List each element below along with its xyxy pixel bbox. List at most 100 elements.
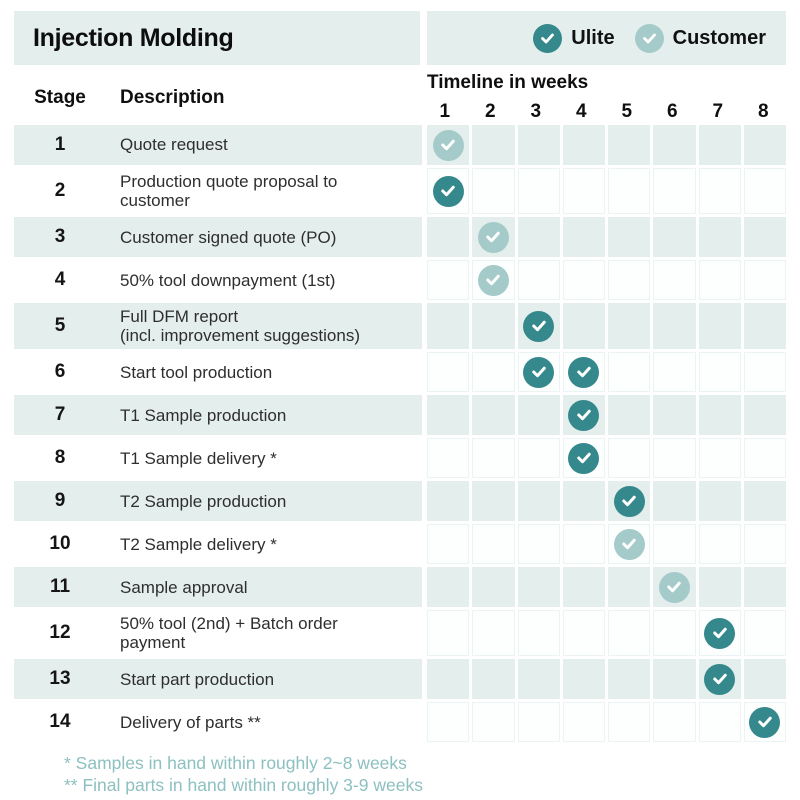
- week-cell: [427, 481, 470, 522]
- stage-number: 1: [54, 134, 66, 155]
- week-cell: [653, 125, 696, 165]
- week-cell: [698, 260, 741, 301]
- week-cell: [562, 659, 605, 700]
- week-cell: [608, 702, 651, 743]
- description-text: Customer signed quote (PO): [120, 227, 337, 247]
- ulite-check-icon: [704, 617, 736, 649]
- description-cell: Start tool production: [106, 352, 422, 392]
- week-cell: [517, 567, 560, 608]
- week-cell: [743, 352, 786, 393]
- row-left-block: 7 T1 Sample production: [14, 395, 422, 436]
- week-number: 7: [712, 100, 724, 122]
- week-cell: [743, 481, 786, 522]
- week-cell: [427, 125, 470, 165]
- column-header-description: Description: [120, 87, 225, 108]
- week-cell: [517, 260, 560, 301]
- stage-number: 14: [49, 711, 71, 733]
- week-cell: [698, 567, 741, 608]
- timeline-cells: [427, 168, 786, 215]
- timeline-cells: [427, 395, 786, 436]
- week-cell: [472, 395, 515, 436]
- week-cell: [653, 168, 696, 215]
- customer-check-icon: [477, 264, 509, 296]
- timeline-cells: [427, 303, 786, 350]
- week-cell: [427, 395, 470, 436]
- description-cell: T2 Sample delivery *: [106, 524, 422, 564]
- timeline-cells: [427, 217, 786, 258]
- week-cell: [562, 168, 605, 215]
- description-text: Delivery of parts **: [120, 712, 261, 732]
- week-cell: [743, 217, 786, 258]
- week-cell: [608, 524, 651, 565]
- stage-number: 5: [54, 315, 66, 337]
- timeline-cells: [427, 610, 786, 657]
- description-cell: 50% tool (2nd) + Batch order payment: [106, 610, 422, 656]
- customer-check-icon: [613, 528, 645, 560]
- stage-number: 8: [54, 447, 66, 469]
- week-cell: [608, 125, 651, 165]
- description-cell: Delivery of parts **: [106, 702, 422, 742]
- week-cell: [653, 659, 696, 700]
- week-cell: [608, 659, 651, 700]
- week-cell: [562, 303, 605, 350]
- week-cell: [427, 260, 470, 301]
- week-cell: [472, 125, 515, 165]
- week-cell: [517, 352, 560, 393]
- timeline-title: Timeline in weeks: [427, 72, 589, 93]
- week-cell: [517, 438, 560, 479]
- legend-item-customer: Customer: [634, 23, 766, 53]
- stage-number: 11: [49, 576, 71, 598]
- stage-number: 12: [49, 622, 71, 644]
- stage-number: 2: [54, 180, 66, 202]
- timeline-cells: [427, 702, 786, 743]
- week-number: 6: [666, 100, 678, 122]
- ulite-check-icon: [568, 442, 600, 474]
- week-cell: [743, 524, 786, 565]
- ulite-check-icon: [749, 706, 781, 738]
- week-cell: [608, 567, 651, 608]
- customer-check-icon: [432, 129, 464, 161]
- week-cell: [472, 168, 515, 215]
- week-number: 4: [575, 100, 587, 122]
- description-cell: Start part production: [106, 659, 422, 699]
- footnotes: * Samples in hand within roughly 2~8 wee…: [64, 752, 786, 796]
- week-cell: [698, 352, 741, 393]
- week-cell: [427, 567, 470, 608]
- week-cell: [427, 524, 470, 565]
- description-cell: Customer signed quote (PO): [106, 217, 422, 257]
- description-text: Start tool production: [120, 362, 273, 382]
- week-cell: [562, 438, 605, 479]
- week-cell: [517, 659, 560, 700]
- check-icon: [634, 23, 664, 53]
- legend-label-ulite: Ulite: [571, 26, 615, 49]
- timeline-cells: [427, 352, 786, 393]
- stage-number: 4: [54, 269, 66, 291]
- week-cell: [427, 217, 470, 258]
- stage-number: 3: [54, 226, 66, 248]
- week-cell: [698, 524, 741, 565]
- week-cell: [653, 524, 696, 565]
- description-text: Start part production: [120, 669, 275, 689]
- week-cell: [698, 395, 741, 436]
- description-text: Full DFM report (incl. improvement sugge…: [120, 307, 360, 346]
- week-cell: [698, 481, 741, 522]
- stage-number: 7: [54, 404, 66, 426]
- week-cell: [472, 260, 515, 301]
- description-text: T1 Sample production: [120, 405, 287, 425]
- ulite-check-icon: [523, 356, 555, 388]
- week-cell: [562, 567, 605, 608]
- week-cell: [517, 702, 560, 743]
- week-cell: [698, 659, 741, 700]
- week-cell: [472, 438, 515, 479]
- week-cell: [427, 438, 470, 479]
- week-cell: [653, 303, 696, 350]
